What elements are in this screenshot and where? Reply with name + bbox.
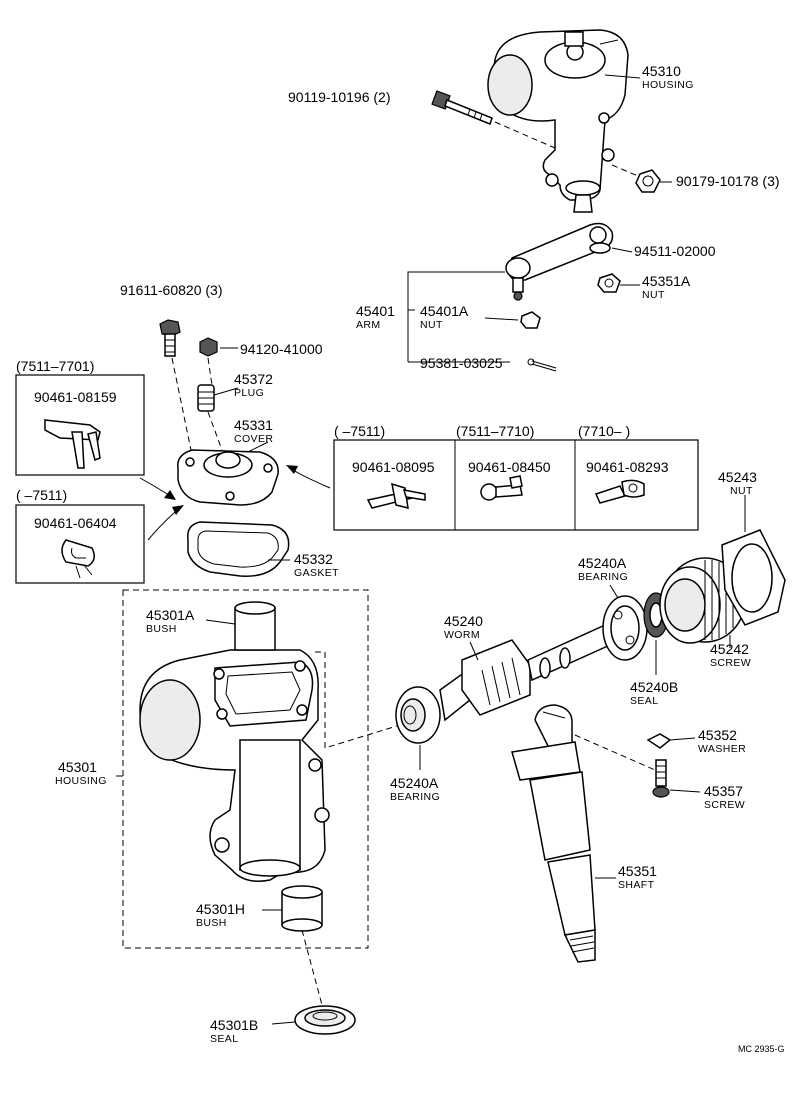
label-45240A-bottom-number: 45240A — [390, 775, 439, 791]
label-45301A-number: 45301A — [146, 607, 195, 623]
label-45240A-top-number: 45240A — [578, 555, 627, 571]
lock-nut-45243-illustration — [721, 529, 786, 626]
cover-45331-illustration — [177, 449, 279, 506]
bearing-45240A-lower-illustration — [395, 686, 441, 744]
label-45401A-name: NUT — [420, 319, 443, 331]
label-45240A-top-name: BEARING — [578, 571, 628, 583]
clamp-table-col2-part: 90461-08450 — [468, 459, 551, 475]
label-94511: 94511-02000 — [634, 243, 716, 259]
label-45240A-bottom-name: BEARING — [390, 791, 440, 803]
label-45243-name: NUT — [730, 485, 753, 497]
clamp-90461-06404-illustration — [61, 539, 95, 579]
label-45310-number: 45310 — [642, 63, 681, 79]
clamp-table-col3-heading: (7710– ) — [578, 423, 630, 439]
box-7511-7701-part: 90461-08159 — [34, 389, 117, 405]
plug-45372-illustration — [197, 384, 215, 412]
housing-45301-group-frame — [122, 589, 369, 949]
nut-90179-illustration — [635, 169, 661, 193]
clamp-90461-08159-illustration — [44, 419, 101, 469]
label-45331-name: COVER — [234, 433, 273, 445]
label-45310-name: HOUSING — [642, 79, 694, 91]
bearing-45240A-upper-illustration — [602, 595, 648, 661]
pitman-arm-45401-illustration — [505, 222, 614, 301]
label-45301H-number: 45301H — [196, 901, 245, 917]
bush-45301H-illustration — [281, 885, 323, 932]
label-94120: 94120-41000 — [240, 341, 323, 357]
label-45331-number: 45331 — [234, 417, 273, 433]
nut-45401A-illustration — [520, 311, 541, 329]
nut-94120-illustration — [199, 337, 218, 357]
label-45351A-number: 45351A — [642, 273, 691, 289]
label-45332-name: GASKET — [294, 567, 339, 579]
label-45240B-name: SEAL — [630, 695, 658, 707]
box-7511-7701-heading: (7511–7701) — [16, 358, 94, 374]
seal-45301B-illustration — [294, 1005, 356, 1035]
housing-45301-illustration — [139, 649, 330, 882]
label-45351A-name: NUT — [642, 289, 665, 301]
housing-45310-illustration — [487, 29, 629, 213]
gasket-45332-illustration — [187, 521, 290, 577]
label-45332-number: 45332 — [294, 551, 333, 567]
washer-94511-illustration — [589, 242, 611, 254]
label-45301B-number: 45301B — [210, 1017, 258, 1033]
nut-45351A-illustration — [597, 273, 621, 293]
label-45372-name: PLUG — [234, 387, 264, 399]
label-45372-number: 45372 — [234, 371, 273, 387]
washer-45352-illustration — [646, 733, 672, 749]
label-45242-number: 45242 — [710, 641, 749, 657]
label-45401-name: ARM — [356, 319, 381, 331]
label-45352-name: WASHER — [698, 743, 746, 755]
label-45401A-number: 45401A — [420, 303, 469, 319]
label-45301B-name: SEAL — [210, 1033, 238, 1045]
label-90119: 90119-10196 (2) — [288, 89, 390, 105]
sector-shaft-45351-illustration — [511, 704, 596, 963]
box-7511-heading: ( –7511) — [16, 487, 67, 503]
cotter-pin-95381-illustration — [527, 358, 557, 372]
label-45357-number: 45357 — [704, 783, 743, 799]
label-45242-name: SCREW — [710, 657, 751, 669]
clamp-table-col3-part: 90461-08293 — [586, 459, 669, 475]
label-45352-number: 45352 — [698, 727, 737, 743]
bush-45301A-illustration — [234, 601, 276, 651]
clamp-table-col1-heading: ( –7511) — [334, 423, 385, 439]
label-45243-number: 45243 — [718, 469, 757, 485]
label-90179: 90179-10178 (3) — [676, 173, 780, 189]
box-7511-part: 90461-06404 — [34, 515, 117, 531]
label-45240-name: WORM — [444, 629, 480, 641]
worm-45240-illustration — [439, 623, 611, 722]
label-95381: 95381-03025 — [420, 355, 503, 371]
label-91611: 91611-60820 (3) — [120, 282, 222, 298]
label-45351-number: 45351 — [618, 863, 657, 879]
label-45357-name: SCREW — [704, 799, 745, 811]
diagram-reference-code: MC 2935-G — [738, 1044, 785, 1054]
clamp-90461-08450-illustration — [480, 475, 523, 501]
bolt-91611-illustration — [159, 319, 181, 357]
label-45401-number: 45401 — [356, 303, 395, 319]
label-45301H-name: BUSH — [196, 917, 227, 929]
label-45301-name: HOUSING — [55, 775, 107, 787]
clamp-table-col1-part: 90461-08095 — [352, 459, 435, 475]
screw-45357-illustration — [652, 759, 670, 798]
bolt-90119-illustration — [431, 90, 493, 125]
label-45301A-name: BUSH — [146, 623, 177, 635]
clamp-90461-08293-illustration — [594, 479, 645, 504]
label-45240-number: 45240 — [444, 613, 483, 629]
clamp-90461-08095-illustration — [366, 482, 426, 510]
clamp-table-col2-heading: (7511–7710) — [456, 423, 534, 439]
label-45240B-number: 45240B — [630, 679, 678, 695]
label-45351-name: SHAFT — [618, 879, 655, 891]
label-45301-number: 45301 — [58, 759, 97, 775]
